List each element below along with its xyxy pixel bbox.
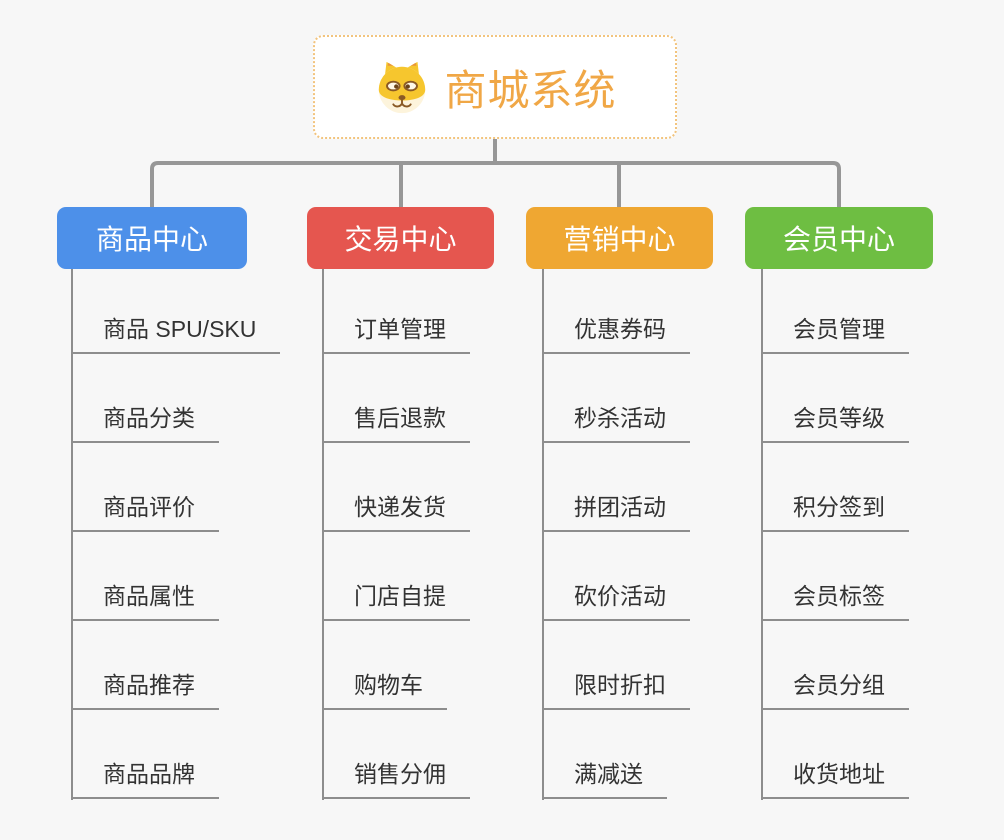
branch-spine <box>761 269 763 800</box>
leaf-item[interactable]: 限时折扣 <box>542 670 690 710</box>
leaf-item[interactable]: 售后退款 <box>322 403 470 443</box>
leaf-item[interactable]: 拼团活动 <box>542 492 690 532</box>
leaf-item[interactable]: 商品推荐 <box>71 670 219 710</box>
leaf-item[interactable]: 满减送 <box>542 759 667 799</box>
leaf-item[interactable]: 收货地址 <box>761 759 909 799</box>
leaf-item[interactable]: 销售分佣 <box>322 759 470 799</box>
leaf-item[interactable]: 商品 SPU/SKU <box>71 314 281 354</box>
leaf-item[interactable]: 门店自提 <box>322 581 470 621</box>
leaf-item[interactable]: 商品属性 <box>71 581 219 621</box>
branch-product-center[interactable]: 商品中心 <box>57 207 247 269</box>
leaf-item[interactable]: 砍价活动 <box>542 581 690 621</box>
dog-icon <box>373 58 431 116</box>
leaf-item[interactable]: 优惠券码 <box>542 314 690 354</box>
leaf-item[interactable]: 会员标签 <box>761 581 909 621</box>
branch-spine <box>542 269 544 800</box>
leaf-item[interactable]: 购物车 <box>322 670 447 710</box>
leaf-item[interactable]: 会员管理 <box>761 314 909 354</box>
branch-marketing-center[interactable]: 营销中心 <box>526 207 713 269</box>
branch-spine <box>322 269 324 800</box>
leaf-item[interactable]: 商品品牌 <box>71 759 219 799</box>
leaf-item[interactable]: 会员等级 <box>761 403 909 443</box>
leaf-item[interactable]: 会员分组 <box>761 670 909 710</box>
leaf-item[interactable]: 订单管理 <box>322 314 470 354</box>
branch-spine <box>71 269 73 800</box>
branch-rail-line <box>150 161 841 212</box>
leaf-item[interactable]: 商品评价 <box>71 492 219 532</box>
root-node[interactable]: 商城系统 <box>313 35 677 139</box>
leaf-item[interactable]: 积分签到 <box>761 492 909 532</box>
branch-trade-center[interactable]: 交易中心 <box>307 207 494 269</box>
leaf-item[interactable]: 秒杀活动 <box>542 403 690 443</box>
root-title: 商城系统 <box>444 66 617 114</box>
leaf-item[interactable]: 商品分类 <box>71 403 219 443</box>
branch-member-center[interactable]: 会员中心 <box>745 207 933 269</box>
leaf-item[interactable]: 快递发货 <box>322 492 470 532</box>
